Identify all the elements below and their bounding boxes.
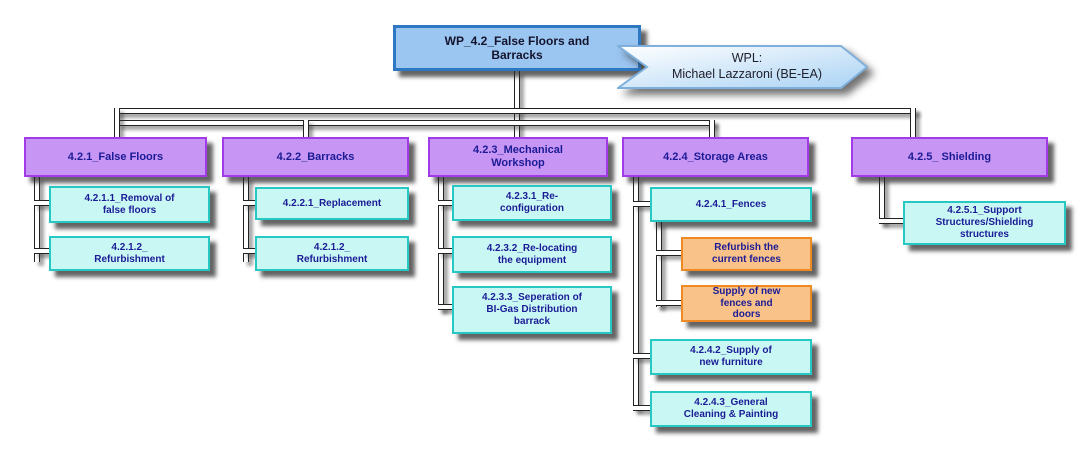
leaf-node-replacement: 4.2.2.1_Replacement	[255, 187, 409, 220]
leaf-node-refurbishment-1: 4.2.1.2_ Refurbishment	[49, 236, 210, 271]
connector-line	[438, 248, 453, 254]
connector-line	[656, 300, 682, 306]
leaf-node-relocating-equipment: 4.2.3.2_Re-locating the equipment	[452, 236, 612, 273]
connector-line	[514, 71, 520, 137]
connector-line	[243, 248, 256, 254]
connector-line	[34, 177, 40, 262]
wpl-banner-shape	[614, 45, 869, 89]
connector-line	[438, 200, 453, 206]
leaf-node-fences: 4.2.4.1_Fences	[650, 187, 812, 222]
connector-line	[633, 405, 651, 411]
leaf-node-supply-furniture: 4.2.4.2_Supply of new furniture	[650, 339, 812, 375]
connector-line	[633, 177, 639, 409]
connector-line	[709, 120, 715, 137]
branch-node-mechanical-workshop: 4.2.3_Mechanical Workshop	[428, 137, 608, 177]
connector-line	[117, 120, 714, 126]
connector-line	[438, 304, 453, 310]
leaf-node-refurbishment-2: 4.2.1.2_ Refurbishment	[255, 236, 409, 271]
connector-line	[243, 200, 256, 206]
connector-line	[34, 248, 50, 254]
connector-line	[114, 108, 120, 137]
leaf-node-support-structures: 4.2.5.1_Support Structures/Shielding str…	[903, 201, 1066, 245]
connector-line	[910, 108, 916, 137]
connector-line	[114, 108, 916, 114]
wpl-banner-label: WPL: Michael Lazzaroni (BE-EA)	[671, 51, 823, 81]
connector-line	[633, 201, 651, 207]
task-node-refurbish-fences: Refurbish the current fences	[681, 237, 812, 271]
connector-line	[879, 177, 885, 223]
wpl-banner: WPL: Michael Lazzaroni (BE-EA)	[614, 45, 869, 89]
connector-line	[303, 120, 309, 137]
connector-line	[243, 177, 249, 262]
branch-node-storage-areas: 4.2.4_Storage Areas	[622, 137, 809, 177]
branch-node-barracks: 4.2.2_Barracks	[222, 137, 409, 177]
connector-line	[34, 200, 50, 206]
connector-line	[633, 353, 651, 359]
leaf-node-cleaning-painting: 4.2.4.3_General Cleaning & Painting	[650, 391, 812, 427]
leaf-node-reconfiguration: 4.2.3.1_Re- configuration	[452, 185, 612, 221]
leaf-node-separation-bigas: 4.2.3.3_Seperation of BI-Gas Distributio…	[452, 286, 612, 334]
branch-node-shielding: 4.2.5_ Shielding	[851, 137, 1048, 177]
connector-line	[656, 250, 682, 256]
leaf-node-removal-false-floors: 4.2.1.1_Removal of false floors	[49, 186, 210, 223]
root-node: WP_4.2_False Floors and Barracks	[393, 25, 641, 71]
branch-node-false-floors: 4.2.1_False Floors	[24, 137, 207, 177]
connector-line	[438, 177, 444, 310]
task-node-supply-fences-doors: Supply of new fences and doors	[681, 285, 812, 322]
connector-line	[879, 218, 904, 224]
connector-line	[656, 222, 662, 307]
